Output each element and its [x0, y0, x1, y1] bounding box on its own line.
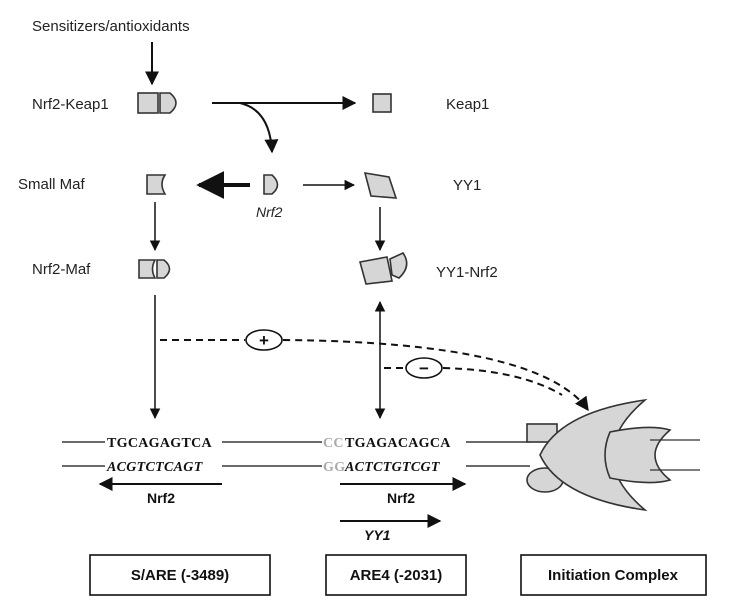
- yy1-nrf2-complex-shape: [358, 251, 408, 285]
- keap1-shape: [372, 93, 392, 113]
- are4-bottom-sequence: ACTCTGTCGT: [344, 460, 441, 475]
- nrf2-maf-complex-shape: [138, 259, 171, 279]
- are4-bottom-prefix: GG: [323, 460, 345, 475]
- nrf2-maf-label: Nrf2-Maf: [32, 261, 91, 278]
- are4-box: [325, 554, 467, 596]
- nrf2-release-arrow: [239, 102, 279, 154]
- sare-box: [89, 554, 271, 596]
- nrf2-keap1-label: Nrf2-Keap1: [32, 96, 109, 113]
- activation-sign-symbol: +: [259, 331, 269, 350]
- initiation-complex-box: [520, 554, 707, 596]
- initiation-complex-box-label: Initiation Complex: [548, 567, 679, 584]
- nrf2-keap1-complex-shape: [137, 92, 177, 114]
- small-maf-label: Small Maf: [18, 176, 86, 193]
- are4-box-label: ARE4 (-2031): [350, 567, 443, 584]
- small-maf-shape: [146, 174, 167, 195]
- repression-sign: [405, 357, 443, 379]
- are4-top-prefix: CC: [323, 436, 344, 451]
- activation-sign: [245, 329, 283, 351]
- sare-nrf2-label: Nrf2: [147, 490, 175, 506]
- yy1-label: YY1: [453, 177, 481, 194]
- yy1-nrf2-label: YY1-Nrf2: [436, 264, 498, 281]
- yy1-shape: [363, 172, 398, 199]
- initiation-complex-shape: [526, 398, 700, 512]
- activation-line-right: [282, 339, 589, 412]
- keap1-label: Keap1: [446, 96, 489, 113]
- are4-nrf2-label: Nrf2: [387, 490, 415, 506]
- repression-sign-symbol: −: [419, 359, 429, 378]
- sare-box-label: S/ARE (-3489): [131, 567, 229, 584]
- sare-bottom-sequence: ACGTCTCAGT: [106, 460, 204, 475]
- nrf2-shape: [263, 174, 279, 195]
- repression-line-right: [442, 367, 563, 396]
- nrf2-label: Nrf2: [256, 204, 283, 220]
- sare-top-sequence: TGCAGAGTCA: [107, 436, 212, 451]
- are4-yy1-label: YY1: [364, 527, 391, 543]
- sensitizers-label: Sensitizers/antioxidants: [32, 18, 190, 35]
- are4-top-sequence: TGAGACAGCA: [345, 436, 451, 451]
